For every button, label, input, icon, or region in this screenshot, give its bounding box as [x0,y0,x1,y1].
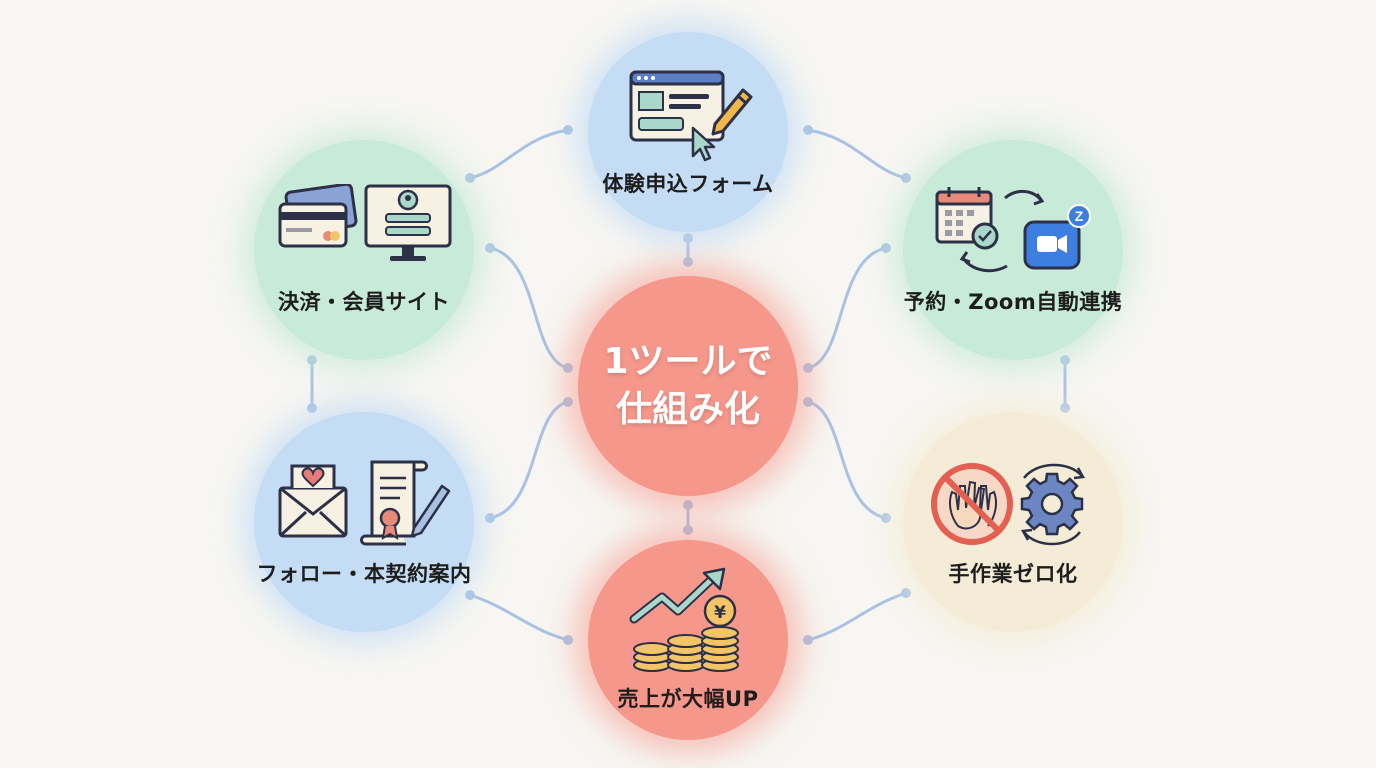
node-zero-manual-work-label: 手作業ゼロ化 [948,562,1078,586]
connector-center-automation [806,400,888,520]
node-sales-up-label: 売上が大幅UP [617,687,759,711]
connector-automation-sales [806,591,908,642]
node-follow-contract-label: フォロー・本契約案内 [256,562,472,586]
connector-center-payment [488,246,570,370]
node-application-form-label: 体験申込フォーム [602,172,774,196]
yen-symbol: ¥ [714,603,726,623]
card-member-site-icon [278,184,452,261]
connector-follow-sales [468,593,570,642]
mail-contract-icon [278,460,451,546]
connector-center-booking [806,246,888,370]
node-booking-zoom-label: 予約・Zoom自動連携 [903,290,1123,314]
center-label-line2: 仕組み化 [615,389,760,430]
connector-center-follow [488,400,570,520]
node-follow-contract: フォロー・本契約案内 [254,412,474,632]
revenue-growth-coins-icon: ¥ [629,567,739,672]
center-label: 1ツールで 仕組み化 [603,338,772,434]
center-label-line1: 1ツールで [603,341,773,382]
no-manual-work-gear-icon [931,463,1086,546]
node-payment-member-site: 決済・会員サイト [254,140,474,360]
node-payment-member-site-label: 決済・会員サイト [278,290,450,314]
zoom-badge-letter: Z [1075,208,1084,224]
node-booking-zoom: Z 予約・Zoom自動連携 [903,140,1123,360]
connector-form-booking [806,128,908,180]
center-node: 1ツールで 仕組み化 [578,276,798,496]
form-edit-icon [629,70,753,162]
node-sales-up: ¥ 売上が大幅UP [588,540,788,740]
node-zero-manual-work: 手作業ゼロ化 [903,412,1123,632]
node-application-form: 体験申込フォーム [588,32,788,232]
connector-form-payment [468,128,570,180]
calendar-zoom-sync-icon: Z [935,187,1091,273]
